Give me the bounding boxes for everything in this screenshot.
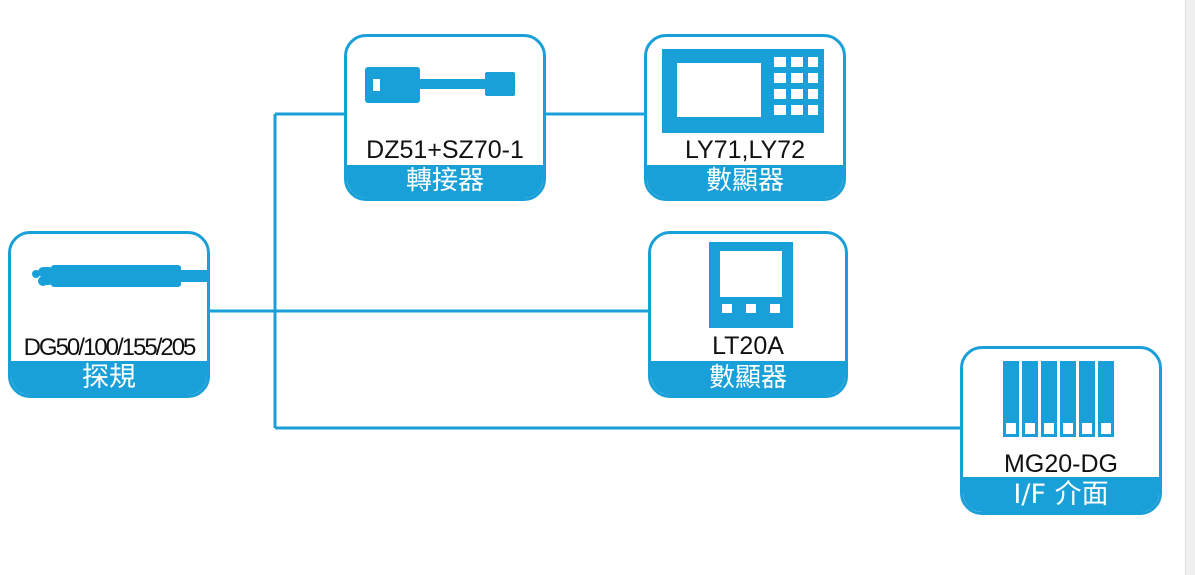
- vertical-scrollbar[interactable]: [1185, 0, 1195, 575]
- adapter-category-label: 轉接器: [347, 165, 543, 198]
- node-mg20: MG20-DG I/F 介面: [960, 346, 1162, 515]
- node-probe: DG50/100/155/205 探規: [8, 231, 210, 398]
- display-keypad-icon: [662, 49, 824, 133]
- adapter-model-label: DZ51+SZ70-1: [366, 136, 524, 164]
- mg20-category-label: I/F 介面: [963, 477, 1159, 512]
- node-adapter: DZ51+SZ70-1 轉接器: [344, 34, 546, 201]
- node-lt20a: LT20A 數顯器: [648, 231, 848, 398]
- interface-modules-icon: [1003, 361, 1114, 437]
- probe-icon: [32, 265, 207, 287]
- node-ly71: LY71,LY72 數顯器: [644, 34, 846, 201]
- probe-model-label: DG50/100/155/205: [23, 334, 197, 361]
- display-unit-icon: [709, 242, 793, 328]
- lt20a-model-label: LT20A: [712, 332, 784, 360]
- ly71-model-label: LY71,LY72: [684, 136, 805, 164]
- lt20a-category-label: 數顯器: [651, 361, 845, 395]
- mg20-model-label: MG20-DG: [1004, 450, 1118, 478]
- ly71-category-label: 數顯器: [647, 165, 843, 198]
- probe-category-label: 探規: [11, 361, 207, 395]
- adapter-cable-icon: [365, 67, 515, 103]
